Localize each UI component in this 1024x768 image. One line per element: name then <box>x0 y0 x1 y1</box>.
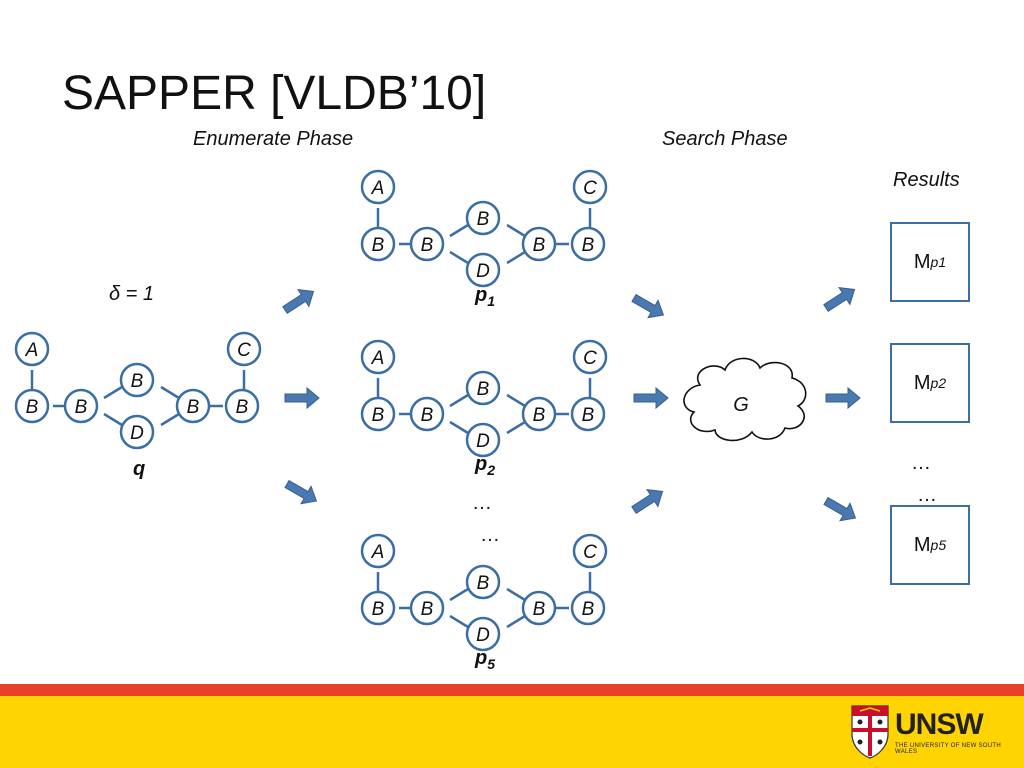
arrow-icon <box>825 387 861 409</box>
arrow-icon <box>281 474 322 511</box>
arrow-icon <box>628 482 669 519</box>
arrow-icon <box>279 282 320 319</box>
path-graph-p1 <box>360 169 608 288</box>
cloud-label: G <box>733 394 749 416</box>
path-label-p1: p1 <box>475 284 496 309</box>
slide-title: SAPPER [VLDB’10] <box>62 67 487 120</box>
unsw-crest-icon <box>851 705 889 759</box>
query-label: q <box>133 458 146 480</box>
unsw-logo-text: UNSW <box>895 708 984 741</box>
ellipsis: … <box>911 452 931 474</box>
enumerate-phase-label: Enumerate Phase <box>193 128 354 150</box>
path-graph-p5 <box>360 533 608 652</box>
arrow-icon <box>633 387 669 409</box>
query-graph <box>14 331 262 450</box>
unsw-logo-subtext: THE UNIVERSITY OF NEW SOUTH WALES <box>895 743 1001 755</box>
path-label-p5: p5 <box>475 647 496 672</box>
path-graph-p2 <box>360 339 608 458</box>
arrow-icon <box>628 288 669 325</box>
ellipsis: … <box>480 524 500 546</box>
ellipsis: … <box>917 484 937 506</box>
path-label-p2: p2 <box>475 453 496 478</box>
arrow-icon <box>284 387 320 409</box>
ellipsis: … <box>472 492 492 514</box>
footer-red-stripe <box>0 684 1024 696</box>
cloud-icon <box>683 357 807 442</box>
results-label: Results <box>893 169 960 191</box>
arrow-icon <box>820 280 861 317</box>
arrow-icon <box>820 491 861 528</box>
delta-label: δ = 1 <box>109 283 155 305</box>
search-phase-label: Search Phase <box>662 128 788 150</box>
